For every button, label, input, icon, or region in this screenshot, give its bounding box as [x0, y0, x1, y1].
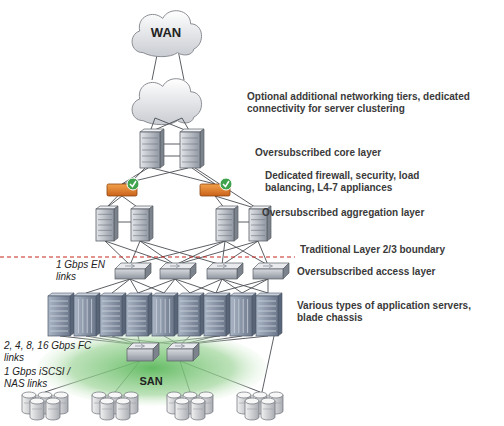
- access-switch: [253, 263, 289, 279]
- access-switch: [207, 263, 243, 279]
- server-rack: [100, 293, 126, 336]
- link-speed-note: 1 Gbps iSCSI / NAS links: [4, 366, 88, 390]
- server-rack: [74, 293, 100, 336]
- network-link: [105, 241, 130, 265]
- network-link: [175, 241, 258, 265]
- layer-caption: Optional additional networking tiers, de…: [247, 91, 499, 115]
- node-label: WAN: [151, 25, 181, 40]
- network-link: [152, 168, 215, 184]
- network-link: [258, 241, 268, 265]
- switch-tower: [180, 129, 204, 168]
- network-link: [222, 241, 225, 265]
- layer-caption: Traditional Layer 2/3 boundary: [300, 244, 500, 256]
- switch-tower: [216, 206, 238, 241]
- network-link: [195, 168, 258, 209]
- boundary-line: [0, 256, 295, 257]
- access-switch: [115, 263, 151, 279]
- network-link: [86, 279, 130, 293]
- switch-tower: [96, 206, 118, 241]
- storage-array: [92, 392, 138, 420]
- switch-tower: [140, 129, 164, 168]
- link-speed-note: 1 Gbps EN links: [56, 259, 108, 283]
- storage-array: [167, 392, 213, 420]
- network-link: [190, 279, 222, 293]
- layer-caption: Oversubscribed core layer: [255, 147, 495, 159]
- server-rack: [256, 293, 282, 336]
- network-link: [216, 279, 268, 293]
- storage-array: [237, 392, 283, 420]
- server-rack: [230, 293, 256, 336]
- layer-caption: Oversubscribed aggregation layer: [262, 207, 498, 219]
- san-switch: [167, 343, 199, 361]
- server-rack: [178, 293, 204, 336]
- wan-cloud: WAN: [125, 4, 207, 58]
- network-link: [138, 279, 175, 293]
- access-switch: [160, 263, 196, 279]
- san-switch: [127, 343, 159, 361]
- layer-caption: Oversubscribed access layer: [297, 266, 497, 278]
- network-link: [164, 279, 175, 293]
- server-rack: [204, 293, 230, 336]
- network-link: [112, 279, 130, 293]
- server-rack: [152, 293, 178, 336]
- server-rack: [48, 293, 74, 336]
- network-link: [105, 241, 175, 265]
- network-link: [130, 241, 225, 265]
- node-label: SAN: [139, 375, 162, 387]
- network-link: [242, 279, 268, 293]
- storage-array: [22, 392, 68, 420]
- firewall-appliance: [200, 178, 232, 196]
- switch-tower: [131, 206, 153, 241]
- layer-caption: Various types of application servers, bl…: [297, 300, 497, 324]
- network-link: [268, 279, 269, 293]
- link-speed-note: 2, 4, 8, 16 Gbps FC links: [4, 340, 92, 364]
- layer-caption: Dedicated firewall, security, load balan…: [265, 170, 455, 194]
- network-link: [130, 241, 140, 265]
- network-link: [130, 279, 164, 293]
- network-link: [216, 279, 222, 293]
- network-cloud: [132, 79, 201, 125]
- firewall-appliance: [107, 178, 139, 196]
- network-link: [105, 168, 145, 209]
- server-rack: [126, 293, 152, 336]
- network-link: [192, 168, 215, 184]
- network-link: [222, 241, 258, 265]
